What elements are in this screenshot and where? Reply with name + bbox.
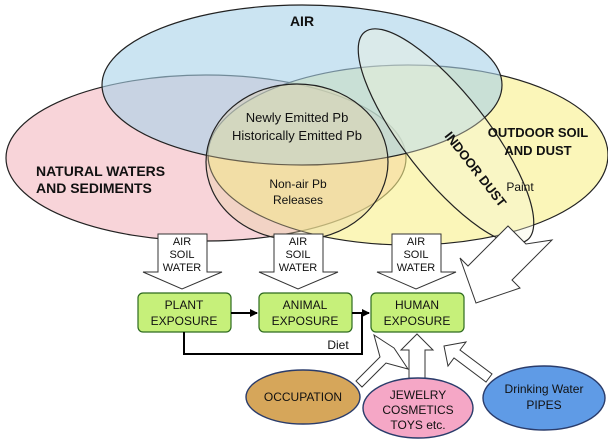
animal-exposure-line2: EXPOSURE (272, 314, 339, 328)
human-exposure-box: HUMAN EXPOSURE (370, 292, 465, 333)
media-arrow-plant-air: AIR (173, 236, 191, 248)
animal-exposure-box: ANIMAL EXPOSURE (258, 292, 353, 333)
jewelry-label-line2: COSMETICS (382, 403, 453, 417)
media-arrow-human-water: WATER (397, 262, 436, 274)
human-exposure-line1: HUMAN (395, 298, 439, 312)
animal-exposure-line1: ANIMAL (283, 298, 328, 312)
media-arrow-animal: AIR SOIL WATER (258, 233, 339, 290)
pipes-label-line2: PIPES (526, 398, 561, 412)
media-arrow-animal-soil: SOIL (285, 249, 310, 261)
plant-exposure-box: PLANT EXPOSURE (137, 292, 232, 333)
natural-waters-label-line2: AND SEDIMENTS (36, 180, 152, 196)
pipes-arrow (443, 341, 493, 383)
media-arrow-animal-water: WATER (279, 262, 318, 274)
pipes-source: Drinking Water PIPES (482, 365, 606, 431)
emitted-pb-line1: Newly Emitted Pb (246, 110, 349, 125)
jewelry-source: JEWELRY COSMETICS TOYS etc. (362, 377, 474, 439)
air-label: AIR (290, 13, 314, 29)
indoor-dust-ellipse (357, 28, 535, 244)
jewelry-label-line1: JEWELRY (390, 388, 446, 402)
jewelry-arrow (399, 333, 435, 379)
media-arrow-plant-water: WATER (163, 262, 202, 274)
media-arrow-human: AIR SOIL WATER (376, 233, 457, 290)
indoor-dust-arrow (459, 225, 554, 304)
media-arrow-plant-soil: SOIL (169, 249, 194, 261)
media-arrow-human-air: AIR (407, 236, 425, 248)
occupation-source: OCCUPATION (245, 369, 361, 425)
media-arrow-plant: AIR SOIL WATER (142, 233, 223, 290)
diet-label: Diet (327, 338, 349, 352)
natural-waters-label-line1: NATURAL WATERS (36, 163, 165, 179)
media-arrow-animal-air: AIR (289, 236, 307, 248)
jewelry-label-line3: TOYS etc. (390, 418, 445, 432)
occupation-arrow (355, 333, 410, 388)
occupation-label: OCCUPATION (264, 390, 342, 404)
air-ellipse (101, 4, 503, 166)
plant-exposure-line1: PLANT (165, 298, 204, 312)
emitted-pb-line2: Historically Emitted Pb (232, 128, 362, 143)
paint-label: Paint (506, 180, 534, 194)
center-source-ellipse (205, 83, 389, 241)
pipes-label-line1: Drinking Water (505, 382, 584, 396)
outdoor-soil-label-line2: AND DUST (504, 143, 571, 158)
outdoor-soil-label-line1: OUTDOOR SOIL (488, 125, 588, 140)
plant-exposure-line2: EXPOSURE (151, 314, 218, 328)
human-exposure-line2: EXPOSURE (384, 314, 451, 328)
nonair-pb-line1: Non-air Pb (269, 177, 327, 191)
diet-connector (183, 313, 363, 355)
nonair-pb-line2: Releases (273, 193, 323, 207)
media-arrow-human-soil: SOIL (403, 249, 428, 261)
